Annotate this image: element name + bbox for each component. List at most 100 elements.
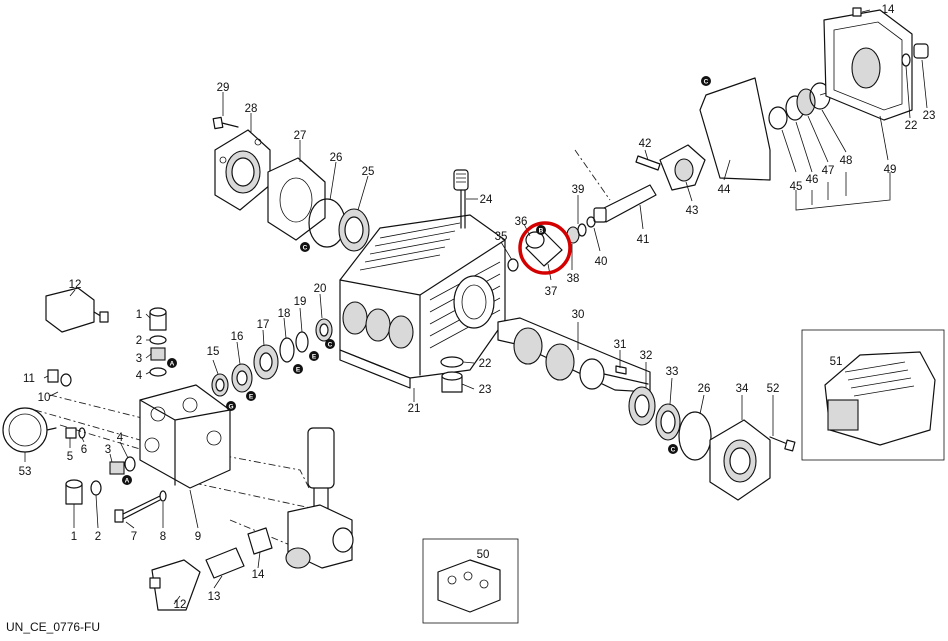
part-34-flange — [709, 419, 771, 501]
label-27: 27 — [294, 130, 307, 142]
label-25: 25 — [362, 166, 375, 178]
part-47-seal — [796, 88, 816, 116]
label-3-lower: 3 — [105, 444, 111, 456]
label-31: 31 — [614, 339, 627, 351]
badge-c-seal-20: C — [325, 339, 335, 349]
part-13-connector — [205, 547, 245, 579]
inset-box-51 — [801, 329, 945, 461]
part-9-manifold — [139, 384, 231, 489]
part-12-unloader-lower — [149, 559, 201, 611]
part-14-fitting — [247, 527, 273, 555]
part-2-o-ring-top — [149, 335, 167, 345]
part-53-gauge — [2, 407, 57, 453]
part-7-bolt — [114, 495, 161, 523]
part-31-key — [615, 365, 627, 375]
label-39: 39 — [572, 184, 585, 196]
label-51: 51 — [830, 356, 843, 368]
label-37: 37 — [545, 286, 558, 298]
svg-text:C: C — [303, 245, 308, 252]
label-29: 29 — [217, 82, 230, 94]
part-25-seal — [338, 208, 370, 252]
part-37-piston — [525, 231, 563, 267]
part-24-dipstick — [453, 169, 469, 229]
label-1-top: 1 — [136, 309, 142, 321]
label-23-left: 23 — [479, 384, 492, 396]
label-48: 48 — [840, 155, 853, 167]
part-22-23-cap-right — [901, 43, 929, 67]
label-22-left: 22 — [479, 358, 492, 370]
label-12-lower: 12 — [174, 599, 187, 611]
label-35: 35 — [495, 231, 508, 243]
label-6: 6 — [81, 444, 87, 456]
part-20-seal — [315, 318, 333, 342]
part-27-gasket — [267, 157, 326, 241]
part-1-cap-lower — [65, 479, 83, 505]
label-28: 28 — [245, 103, 258, 115]
label-4-lower: 4 — [117, 432, 124, 444]
label-53: 53 — [19, 466, 32, 478]
part-8-washer — [159, 490, 167, 502]
label-41: 41 — [637, 234, 650, 246]
part-19-ring — [295, 331, 309, 353]
label-12-top: 12 — [69, 279, 82, 291]
label-42: 42 — [639, 138, 652, 150]
label-2-top: 2 — [136, 335, 142, 347]
highlight-circle — [518, 221, 572, 275]
part-3-valve-lower — [109, 461, 125, 475]
label-43: 43 — [686, 205, 699, 217]
part-number-labels: 29 28 27 26 25 24 21 22 23 35 36 37 38 3… — [19, 4, 936, 611]
part-3-valve-top — [150, 347, 166, 361]
part-11-plug — [47, 369, 72, 387]
label-19: 19 — [294, 296, 307, 308]
label-2-lower: 2 — [95, 531, 101, 543]
label-11: 11 — [23, 373, 35, 385]
label-32: 32 — [640, 350, 653, 362]
part-2-o-ring-lower — [90, 480, 102, 496]
badge-c-gasket: C — [300, 242, 310, 252]
part-29-bolt — [212, 116, 239, 130]
label-8: 8 — [160, 531, 166, 543]
label-17: 17 — [257, 319, 270, 331]
label-22-right: 22 — [905, 120, 918, 132]
label-23-right: 23 — [923, 110, 936, 122]
svg-text:B: B — [539, 228, 544, 235]
svg-text:C: C — [328, 342, 333, 349]
part-28-flange — [214, 129, 271, 211]
label-34: 34 — [736, 383, 749, 395]
label-40: 40 — [595, 256, 608, 268]
part-6-ring — [78, 427, 86, 439]
part-39-o-ring — [577, 223, 587, 237]
badge-a-lower: A — [122, 475, 132, 485]
label-26-left: 26 — [330, 152, 343, 164]
label-5: 5 — [67, 451, 73, 463]
part-17-packing — [253, 344, 279, 380]
label-30: 30 — [572, 309, 585, 321]
part-35-nut — [507, 258, 519, 272]
part-26-o-ring-right — [678, 411, 712, 461]
part-33-seal — [655, 403, 681, 441]
label-13: 13 — [208, 591, 221, 603]
label-10: 10 — [38, 392, 51, 404]
part-40-ring — [586, 216, 596, 228]
label-45: 45 — [790, 181, 803, 193]
part-23-drain-plug — [441, 371, 463, 393]
label-15: 15 — [207, 346, 220, 358]
label-50: 50 — [477, 549, 490, 561]
label-9: 9 — [195, 531, 201, 543]
badge-g: G — [226, 401, 236, 411]
svg-text:E: E — [312, 354, 317, 361]
svg-text:E: E — [296, 367, 301, 374]
label-36: 36 — [515, 216, 528, 228]
label-52: 52 — [767, 383, 780, 395]
part-42-pin — [635, 155, 661, 171]
part-16-seal — [231, 363, 253, 393]
label-21: 21 — [408, 403, 421, 415]
label-7: 7 — [131, 531, 137, 543]
part-5-plug — [65, 427, 77, 439]
svg-text:A: A — [170, 361, 175, 368]
label-3-top: 3 — [136, 353, 142, 365]
part-15-nut — [211, 373, 229, 397]
leader-lines — [24, 9, 928, 605]
badge-e-19: E — [309, 351, 319, 361]
badge-e-16: E — [246, 391, 256, 401]
